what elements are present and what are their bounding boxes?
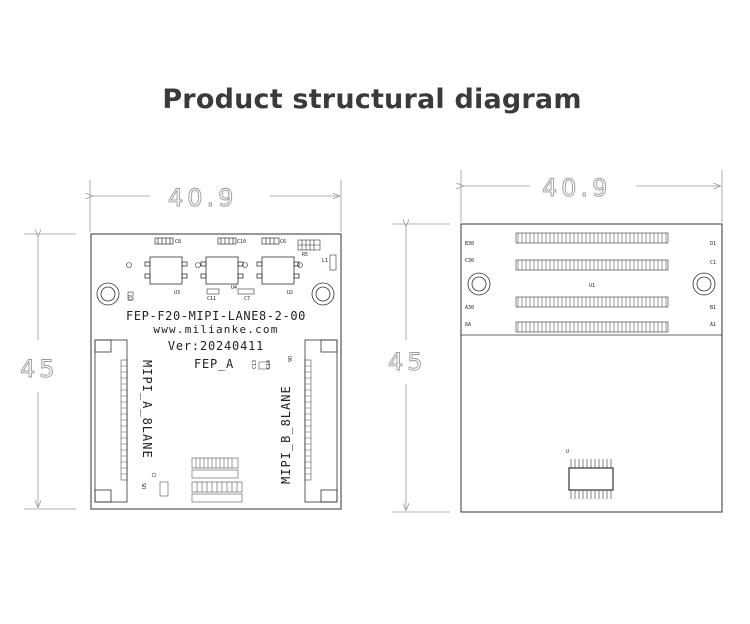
ref-c10: C10 (237, 239, 246, 245)
small-pads (126, 262, 303, 301)
back-width-dimension (461, 170, 723, 222)
ref-c7: C7 (244, 296, 250, 302)
component-cluster-right (297, 239, 321, 251)
front-height-dimension (24, 234, 76, 510)
front-width-label: 40.9 (168, 184, 237, 212)
back-width-label: 40.9 (542, 174, 611, 202)
front-height-label: 45 (20, 355, 59, 383)
ref-u1: U1 (589, 283, 595, 289)
capacitor-c7 (237, 288, 255, 295)
ref-c13: C13 (252, 360, 258, 369)
ref-u2: U2 (287, 290, 293, 296)
regulator-u3 (144, 256, 188, 285)
capacitor-c10 (217, 237, 237, 245)
mounting-hole-right (311, 282, 335, 306)
connector-u1 (515, 232, 669, 333)
board-url-text: www.milianke.com (153, 323, 278, 336)
ref-b1: B1 (710, 305, 716, 311)
ref-c6: C6 (280, 239, 286, 245)
back-height-dimension (392, 224, 450, 513)
board-model-text: FEP-F20-MIPI-LANE8-2-00 (126, 309, 306, 323)
ref-a30: A30 (465, 305, 474, 311)
board-variant-text: FEP_A (194, 357, 234, 371)
ref-c9: C9 (128, 295, 134, 301)
connector-b-label: MIPI_B_8LANE (279, 385, 293, 484)
back-height-label: 45 (388, 348, 427, 376)
connector-mipi-b (304, 339, 338, 503)
capacitor-c6 (261, 237, 280, 245)
ref-d1: D1 (710, 241, 716, 247)
connector-a-label: MIPI_A_8LANE (140, 360, 154, 459)
ref-c11: C11 (207, 296, 216, 302)
ref-u3: U3 (174, 290, 180, 296)
ref-u5: U5 (142, 483, 148, 489)
back-mounting-hole-right (692, 272, 716, 296)
connector-mipi-a (94, 339, 128, 503)
ref-u: U (566, 449, 569, 455)
board-version-text: Ver:20240411 (168, 339, 264, 353)
regulator-u4 (200, 256, 244, 285)
front-width-dimension (90, 180, 342, 232)
ref-a1: A1 (710, 322, 716, 328)
back-mounting-hole-left (467, 272, 491, 296)
inductor-l1 (329, 254, 337, 271)
front-board: C8 C10 C6 U3 U4 U2 C11 C7 L1 R5 C9 U5 U6… (90, 233, 342, 510)
page-title: Product structural diagram (162, 84, 582, 115)
ref-c30: C30 (465, 258, 474, 264)
back-board: B30 D1 C30 C1 U1 A30 B1 6A A1 U (460, 223, 723, 513)
ref-c8: C8 (175, 239, 181, 245)
ref-b30: B30 (465, 241, 474, 247)
ref-l1: L1 (322, 258, 328, 264)
ref-u4: U4 (231, 285, 237, 291)
capacitor-c11 (206, 288, 220, 295)
ref-r5: R5 (302, 252, 308, 258)
ref-6a: 6A (465, 322, 471, 328)
mounting-hole-left (96, 282, 120, 306)
component-cluster-center (151, 361, 270, 503)
ref-c1: C1 (710, 260, 716, 266)
capacitor-c8 (154, 237, 174, 245)
ref-u6: U6 (286, 356, 292, 362)
regulator-u2 (256, 256, 300, 285)
ic-package (568, 459, 614, 499)
